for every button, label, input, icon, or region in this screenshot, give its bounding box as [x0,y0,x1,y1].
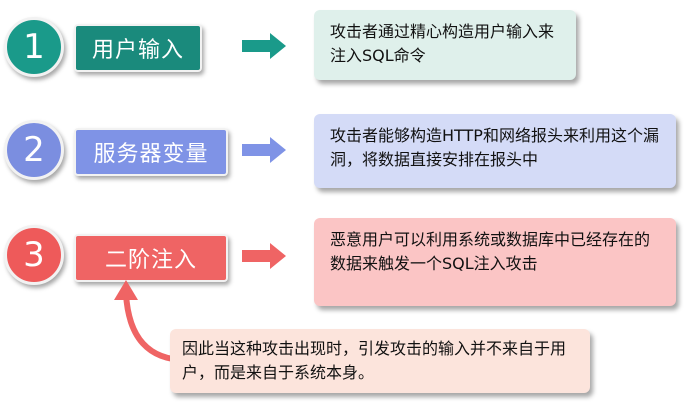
step-number-badge: 2 [4,120,64,180]
step-row-3: 3 二阶注入 恶意用户可以利用系统或数据库中已经存在的数据来触发一个SQL注入攻… [0,210,685,310]
step-description-box: 恶意用户可以利用系统或数据库中已经存在的数据来触发一个SQL注入攻击 [314,218,676,306]
step-number-badge: 1 [4,17,64,77]
right-arrow-icon [242,243,286,269]
step-row-2: 2 服务器变量 攻击者能够构造HTTP和网络报头来利用这个漏洞，将数据直接安排在… [0,106,685,206]
note-text: 因此当这种攻击出现时，引发攻击的输入并不来自于用户，而是来自于系统本身。 [182,339,567,382]
note-box: 因此当这种攻击出现时，引发攻击的输入并不来自于用户，而是来自于系统本身。 [170,329,590,393]
step-description-box: 攻击者通过精心构造用户输入来注入SQL命令 [314,10,576,80]
step-description: 攻击者能够构造HTTP和网络报头来利用这个漏洞，将数据直接安排在报头中 [330,126,659,169]
step-row-1: 1 用户输入 攻击者通过精心构造用户输入来注入SQL命令 [0,0,685,100]
right-arrow-icon [242,137,286,163]
step-description: 恶意用户可以利用系统或数据库中已经存在的数据来触发一个SQL注入攻击 [330,230,651,273]
step-label: 服务器变量 [74,128,228,176]
step-description: 攻击者通过精心构造用户输入来注入SQL命令 [330,22,555,65]
step-number-badge: 3 [4,225,64,285]
right-arrow-icon [242,33,286,59]
step-label: 二阶注入 [74,234,228,282]
step-label: 用户输入 [74,24,202,72]
step-description-box: 攻击者能够构造HTTP和网络报头来利用这个漏洞，将数据直接安排在报头中 [314,114,676,188]
